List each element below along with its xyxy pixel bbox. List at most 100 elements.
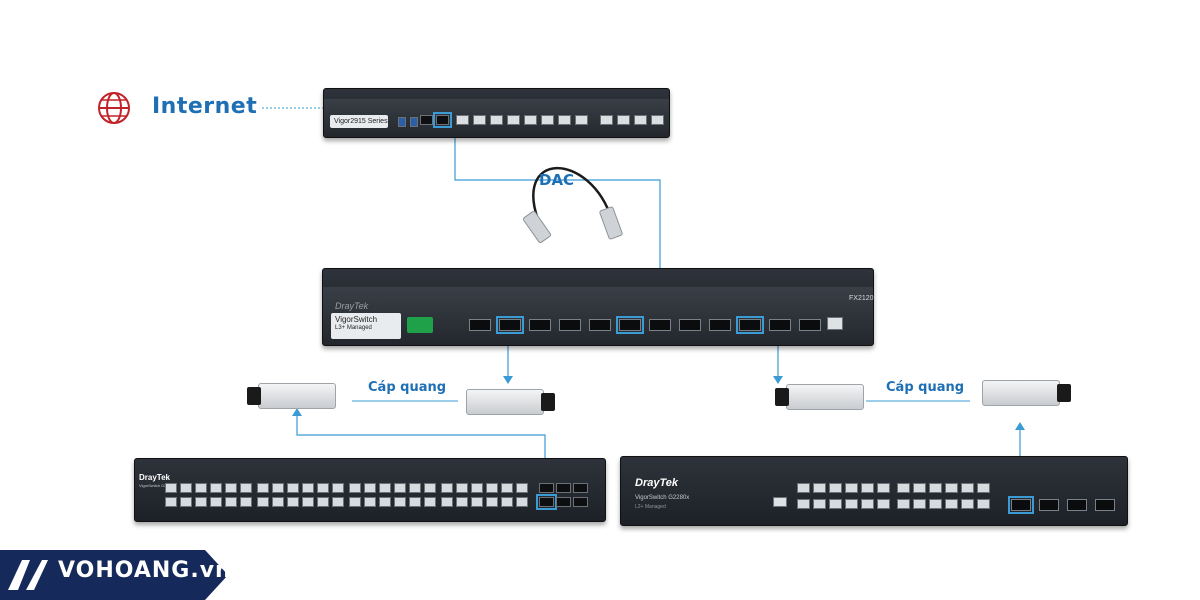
right-switch-subline: L2+ Managed: [635, 504, 666, 510]
router-nameplate: Vigor2915 Series: [330, 115, 388, 128]
right-switch-sfp-port: [1008, 496, 1034, 514]
left-switch-rj45-port: [379, 483, 391, 493]
left-switch-rj45-port: [287, 483, 299, 493]
right-switch-device: DrayTek VigorSwitch G2280x L2+ Managed: [620, 456, 1128, 526]
core-switch-mgmt-port: [827, 317, 843, 330]
left-switch-rj45-port: [195, 483, 207, 493]
left-switch-rj45-port: [272, 483, 284, 493]
router-lan-port: [541, 115, 554, 125]
arrow-up-icon: [292, 408, 302, 416]
logo-mark-icon: [8, 560, 30, 590]
left-switch-rj45-port: [302, 497, 314, 507]
right-switch-rj45-port: [945, 483, 958, 493]
router-usb-port: [398, 117, 406, 127]
core-switch-sfp-port: [769, 319, 791, 331]
left-switch-rj45-port: [471, 483, 483, 493]
left-switch-rj45-port: [394, 483, 406, 493]
right-switch-rj45-port: [897, 499, 910, 509]
fiber-label-left: Cáp quang: [368, 380, 447, 395]
left-switch-rj45-port: [257, 497, 269, 507]
router-lan-port: [524, 115, 537, 125]
right-switch-rj45-port: [861, 483, 874, 493]
router-lan-port: [600, 115, 613, 125]
router-usb-port: [410, 117, 418, 127]
core-switch-device: DrayTek VigorSwitch L3+ Managed FX2120: [322, 268, 874, 346]
left-switch-rj45-port: [486, 483, 498, 493]
core-switch-sfp-port: [709, 319, 731, 331]
right-switch-rj45-port: [845, 499, 858, 509]
left-switch-rj45-port: [516, 497, 528, 507]
left-switch-rj45-port: [364, 483, 376, 493]
core-switch-sfp-port: [529, 319, 551, 331]
left-switch-rj45-port: [471, 497, 483, 507]
left-switch-rj45-port: [349, 497, 361, 507]
arrow-down-icon: [773, 376, 783, 384]
router-lan-port: [634, 115, 647, 125]
right-switch-rj45-port: [829, 483, 842, 493]
left-switch-rj45-port: [424, 497, 436, 507]
left-switch-sfp-port: [573, 483, 588, 493]
right-switch-sfp-port: [1067, 499, 1087, 511]
right-switch-rj45-port: [977, 499, 990, 509]
right-switch-rj45-port: [813, 499, 826, 509]
core-switch-sfp-port: [559, 319, 581, 331]
left-switch-rj45-port: [332, 497, 344, 507]
router-lan-port: [558, 115, 571, 125]
right-switch-rj45-port: [929, 499, 942, 509]
left-switch-sfp-port: [573, 497, 588, 507]
right-switch-rj45-port: [913, 499, 926, 509]
left-switch-rj45-port: [317, 497, 329, 507]
core-switch-sfp-port: [649, 319, 671, 331]
left-switch-rj45-port: [379, 497, 391, 507]
right-switch-rj45-port: [829, 499, 842, 509]
arrow-up-icon: [1015, 422, 1025, 430]
left-switch-sfp-port: [539, 483, 554, 493]
left-switch-device: DrayTek VigorSwitch G2540x: [134, 458, 606, 522]
arrow-down-icon: [503, 376, 513, 384]
dac-label: DAC: [539, 171, 575, 189]
right-switch-rj45-port: [797, 483, 810, 493]
core-switch-sfp-port: [679, 319, 701, 331]
right-switch-rj45-port: [877, 483, 890, 493]
left-switch-nameplate: VigorSwitch G2540x: [139, 483, 165, 488]
left-switch-rj45-port: [456, 483, 468, 493]
left-switch-rj45-port: [516, 483, 528, 493]
left-switch-sfp-port: [556, 483, 571, 493]
left-switch-rj45-port: [409, 483, 421, 493]
right-switch-rj45-port: [813, 483, 826, 493]
sfp-module-icon: [247, 383, 336, 409]
left-switch-rj45-port: [272, 497, 284, 507]
router-lan-port: [456, 115, 469, 125]
router-lan-port: [575, 115, 588, 125]
right-switch-rj45-port: [945, 499, 958, 509]
right-switch-brand: DrayTek: [635, 477, 679, 489]
core-switch-sfp-port: [616, 316, 644, 334]
fiber-label-right: Cáp quang: [886, 380, 965, 395]
left-switch-rj45-port: [441, 497, 453, 507]
core-switch-sfp-port: [496, 316, 524, 334]
left-switch-rj45-port: [364, 497, 376, 507]
right-switch-rj45-port: [929, 483, 942, 493]
dac-link-line: [454, 124, 661, 315]
left-switch-rj45-port: [486, 497, 498, 507]
router-lan-port: [507, 115, 520, 125]
router-lan-port: [490, 115, 503, 125]
left-switch-sfp-port: [556, 497, 571, 507]
left-switch-rj45-port: [317, 483, 329, 493]
globe-icon: [98, 92, 130, 124]
right-switch-rj45-port: [977, 483, 990, 493]
left-switch-rj45-port: [225, 497, 237, 507]
right-switch-rj45-port: [913, 483, 926, 493]
core-switch-terminal-block: [407, 317, 433, 333]
router-lan-port: [473, 115, 486, 125]
logo-banner: [0, 550, 228, 600]
left-switch-rj45-port: [180, 483, 192, 493]
left-switch-rj45-port: [456, 497, 468, 507]
left-switch-rj45-port: [240, 497, 252, 507]
left-switch-rj45-port: [210, 497, 222, 507]
sfp-module-icon: [466, 389, 555, 415]
left-switch-rj45-port: [349, 483, 361, 493]
internet-label: Internet: [152, 94, 258, 119]
right-switch-mgmt-port: [773, 497, 787, 507]
router-sfp-port: [433, 112, 452, 128]
